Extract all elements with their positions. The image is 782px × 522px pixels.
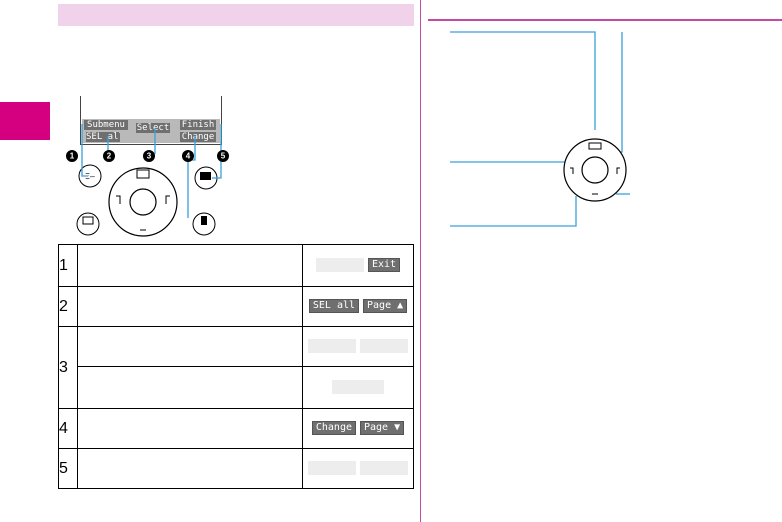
row-description xyxy=(77,448,303,489)
key-label xyxy=(332,380,384,395)
softkey-change: Change xyxy=(180,132,216,142)
svg-text:5: 5 xyxy=(221,152,226,161)
row-description xyxy=(77,244,303,287)
nav-key-diagram xyxy=(450,31,630,227)
row-description xyxy=(77,366,303,409)
table-row: 1 Exit xyxy=(58,244,414,287)
row-keys: Exit xyxy=(302,244,414,287)
row-number: 5 xyxy=(58,448,78,489)
row-keys xyxy=(302,448,414,489)
svg-text:3: 3 xyxy=(147,152,152,161)
svg-text:2: 2 xyxy=(107,152,112,161)
table-row: 4 Change Page ▼ xyxy=(58,408,414,449)
mail-key-icon xyxy=(76,212,100,236)
svg-text:Ξ–: Ξ– xyxy=(85,172,95,181)
menu-key-icon: Ξ– xyxy=(78,164,102,188)
table-row: 5 xyxy=(58,448,414,489)
callout-2: 2 xyxy=(103,150,115,162)
callout-5: 5 xyxy=(217,150,229,162)
softkey-finish: Finish xyxy=(180,120,216,130)
row-keys: Change Page ▼ xyxy=(302,408,414,449)
key-label: Page ▼ xyxy=(360,421,405,436)
softkey-select: Select xyxy=(136,123,170,133)
navigation-key-icon xyxy=(563,138,627,202)
section-header-band xyxy=(58,4,414,26)
softkey-bar: Submenu SEL all Select Finish Change xyxy=(82,119,220,143)
section-rule xyxy=(428,19,782,21)
key-label xyxy=(308,339,356,354)
table-row: 3 xyxy=(58,326,414,409)
row-description xyxy=(77,408,303,449)
key-label xyxy=(360,339,408,354)
table-row xyxy=(59,366,414,409)
callout-1: 1 xyxy=(66,150,78,162)
key-label xyxy=(308,461,356,476)
svg-text:4: 4 xyxy=(186,152,191,161)
row-number: 4 xyxy=(58,408,78,449)
key-label: Page ▲ xyxy=(363,299,408,314)
column-divider xyxy=(420,0,421,522)
key-label xyxy=(315,258,364,273)
callout-3: 3 xyxy=(143,150,155,162)
svg-text:1: 1 xyxy=(70,152,75,161)
navigation-key-icon xyxy=(108,167,178,237)
key-label: Exit xyxy=(367,258,401,273)
row-number: 1 xyxy=(58,244,78,287)
row-description xyxy=(77,286,303,327)
key-label xyxy=(360,461,408,476)
key-label: SEL all xyxy=(308,299,360,314)
chapter-tab xyxy=(0,102,50,140)
row-keys xyxy=(302,366,414,409)
softkey-submenu: Submenu xyxy=(84,120,128,130)
clear-key-icon xyxy=(192,212,216,236)
softkey-sel-all: SEL all xyxy=(86,132,120,142)
key-label: Change xyxy=(311,421,356,436)
row-number: 2 xyxy=(58,286,78,327)
row-number: 3 xyxy=(58,326,78,409)
row-description xyxy=(77,326,303,367)
keypad-diagram: Ξ– 1 2 3 4 5 xyxy=(66,124,229,237)
callout-4: 4 xyxy=(182,150,194,162)
row-keys xyxy=(302,326,414,367)
